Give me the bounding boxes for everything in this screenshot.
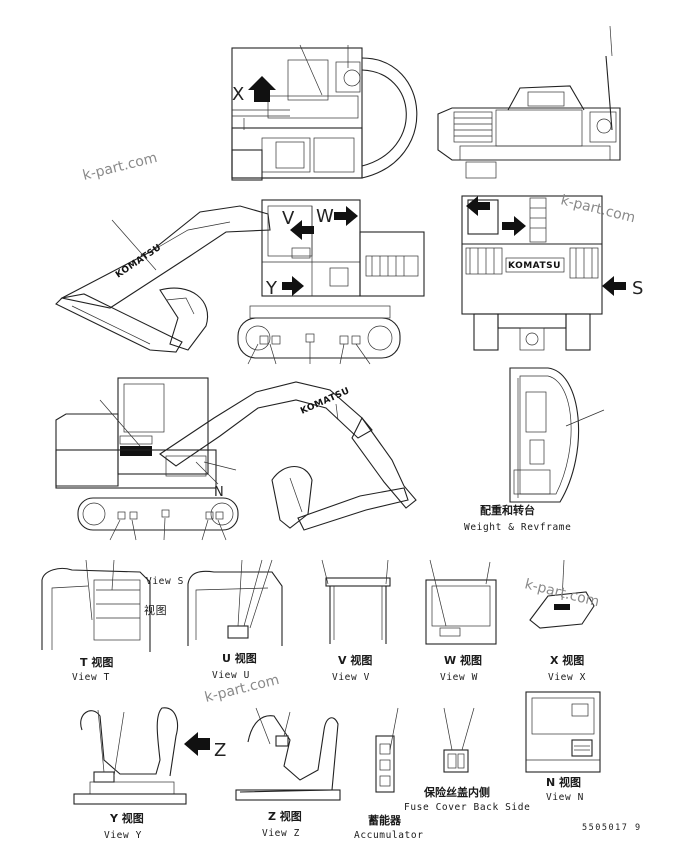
view-letter-y: Y [265,278,278,299]
boom-logo-1: KOMATSU [114,243,163,281]
rear-logo: KOMATSU [508,261,561,271]
fuse-cover-diagram: 保险丝盖内侧 Fuse Cover Back Side [404,707,530,813]
weight-revframe-caption-en: Weight & Revframe [464,522,571,533]
view-z-caption-cn: Z 视图 [268,809,302,823]
view-y-diagram: Y 视图 View Y [73,707,187,841]
view-x-diagram: X 视图 View X [529,559,595,683]
fuse-cover-caption-en: Fuse Cover Back Side [404,802,530,813]
rear-top-view [437,25,621,179]
view-letter-w: W [316,206,334,227]
view-z-caption-en: View Z [262,828,300,839]
view-x-arrow [248,76,276,102]
view-t-inner-label-s: View S [146,576,184,587]
view-w-arrow [334,206,358,226]
excavator-side-view-left: KOMATSU N [55,377,417,541]
view-v-caption-en: View V [332,672,370,683]
view-n-diagram: N 视图 View N [525,691,601,803]
view-x-caption-cn: X 视图 [550,653,584,667]
accumulator-caption-en: Accumulator [354,830,424,841]
view-w-diagram: W 视图 View W [425,559,497,683]
view-v-arrow [290,220,314,240]
view-z-arrow [184,732,210,756]
view-letter-x: X [232,84,244,105]
view-letter-v: V [282,208,295,229]
view-s-arrow [602,276,626,296]
rear-view-s: KOMATSU S [461,195,643,351]
rear-arrow-right [502,216,526,236]
view-z-diagram: Z Z 视图 View Z [184,707,341,839]
watermark-2: k-part.com [559,192,637,226]
view-t-diagram: View S 视图 T 视图 View T [41,559,184,683]
view-t-caption-en: View T [72,672,110,683]
view-t-inner-label-e: 视图 [144,603,167,617]
view-u-caption-en: View U [212,670,250,681]
view-v-caption-cn: V 视图 [338,653,372,667]
view-w-caption-en: View W [440,672,478,683]
view-u-caption-cn: U 视图 [222,651,257,665]
view-x-caption-en: View X [548,672,586,683]
view-letter-n: N [214,485,224,500]
view-letter-s: S [632,278,643,299]
view-u-diagram: U 视图 View U [187,559,283,681]
view-letter-z: Z [214,740,226,761]
watermark-1: k-part.com [81,150,159,184]
view-y-caption-en: View Y [104,830,142,841]
view-t-caption-cn: T 视图 [80,655,113,669]
view-n-caption-en: View N [546,792,584,803]
document-number: 5505017 9 [582,823,642,833]
accumulator-diagram: 蓄能器 Accumulator [354,707,424,841]
accumulator-caption-cn: 蓄能器 [368,813,402,827]
cab-top-view: X [231,44,418,181]
weight-revframe-caption-cn: 配重和转台 [480,503,535,517]
view-v-diagram: V 视图 View V [321,559,391,683]
rear-arrow-left [466,196,490,216]
excavator-side-view-right: KOMATSU V W Y [55,199,425,365]
view-y-caption-cn: Y 视图 [109,811,144,825]
weight-revframe-diagram: 配重和转台 Weight & Revframe [464,367,605,533]
fuse-cover-caption-cn: 保险丝盖内侧 [423,785,490,799]
view-w-caption-cn: W 视图 [444,653,482,667]
view-y-arrow [282,276,304,296]
view-n-caption-cn: N 视图 [546,775,581,789]
